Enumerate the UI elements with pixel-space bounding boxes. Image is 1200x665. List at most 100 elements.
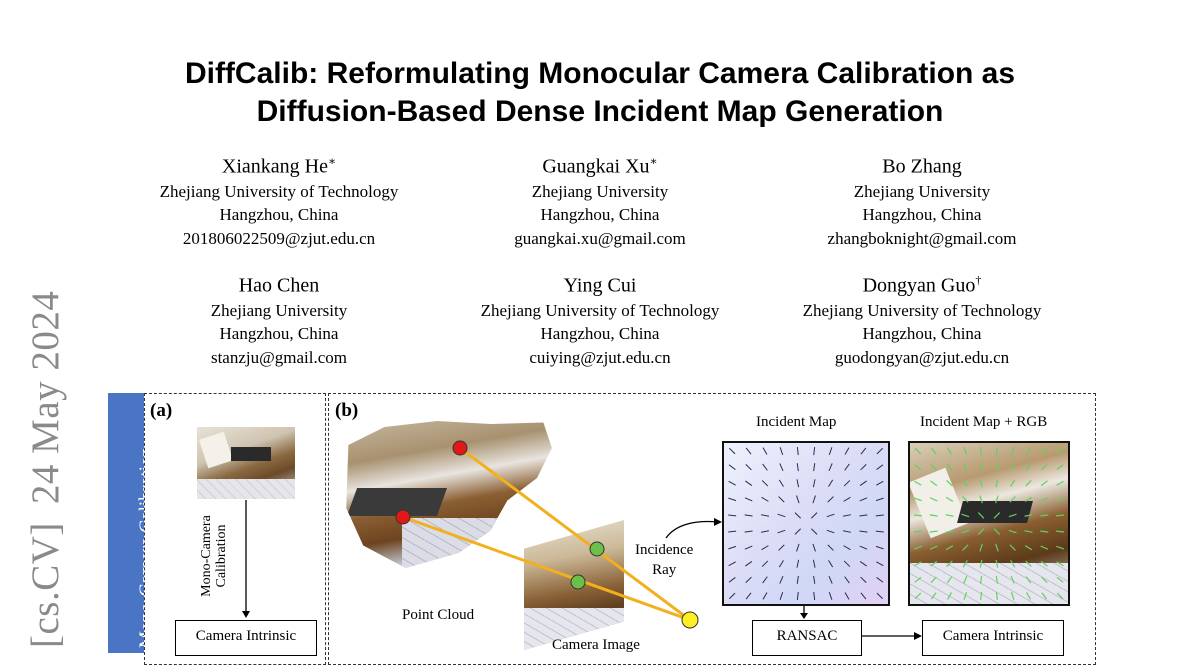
vector-mark [779,575,784,584]
vector-mark [1056,545,1065,550]
vector-mark [961,529,970,534]
vector-mark [778,544,785,551]
vector-mark [993,528,1001,535]
vector-mark [761,480,769,487]
vector-mark [844,447,850,455]
vector-mark [930,463,937,471]
vector-mark [1008,513,1017,518]
incident-map-vector-field [728,447,884,600]
author-affiliation: Zhejiang University of Technology [802,300,1042,320]
vector-mark [945,530,954,533]
vector-mark [876,592,884,600]
vector-mark [728,447,736,455]
vector-mark [946,463,953,471]
author-affiliation: Zhejiang University of Technology [480,300,720,320]
vector-mark [929,514,938,517]
vector-mark [930,592,937,600]
vector-mark [962,559,968,568]
author-email[interactable]: 201806022509@zjut.edu.cn [182,228,376,248]
vector-mark [946,479,953,487]
vector-mark [813,447,816,456]
vector-mark [1010,575,1015,584]
vector-mark [1025,560,1032,568]
vector-mark [962,479,968,488]
vector-mark [777,529,786,534]
vector-mark [827,544,834,551]
vector-mark [813,591,816,600]
vector-mark [1040,514,1049,517]
vector-mark [728,545,737,550]
vector-mark [961,513,970,518]
author-block: Xiankang He∗ Zhejiang University of Tech… [119,148,439,250]
author-email[interactable]: guodongyan@zjut.edu.cn [834,347,1010,367]
vector-mark [813,575,816,584]
vector-mark [914,592,922,600]
world-point-red-1 [452,440,468,456]
vector-mark [760,514,770,517]
vector-mark [995,575,999,584]
vector-mark [1040,480,1048,487]
author-email[interactable]: guangkai.xu@gmail.com [514,228,686,248]
vector-mark [777,513,786,518]
author-mark: † [975,273,982,287]
vector-mark [859,480,867,486]
ransac-to-intrinsic-arrowhead [914,632,922,640]
vector-mark [745,592,752,600]
incidence-ray-2 [402,515,691,622]
vector-mark [828,479,834,487]
ray-to-map-arrowhead [714,518,722,526]
author-name: Ying Cui [563,274,637,297]
vector-mark [744,530,753,533]
author-location: Hangzhou, China [862,205,982,225]
vector-mark [979,479,983,488]
vector-mark [812,559,816,568]
vector-mark [828,463,833,472]
vector-mark [1040,545,1049,550]
vector-mark [1041,576,1048,584]
vector-mark [1056,447,1064,455]
vector-mark [914,561,922,567]
vector-mark [914,576,922,583]
vector-mark [844,463,850,471]
vector-mark [963,575,968,584]
author-name: Xiankang He [221,155,328,178]
author-affiliation: Zhejiang University [531,181,669,201]
vector-mark [859,514,868,517]
vector-mark [844,592,850,600]
ray-diagram [242,440,922,640]
author-location: Hangzhou, China [862,324,982,344]
vector-mark [977,512,985,519]
vector-mark [1008,529,1017,534]
vector-mark [842,514,852,517]
vector-mark [859,497,868,502]
vector-mark [995,447,998,456]
vector-mark [1024,514,1033,517]
title-line-2: Diffusion-Based Dense Incident Map Gener… [256,95,944,128]
vector-mark [828,560,834,568]
vector-mark [745,447,752,455]
vector-mark [1025,479,1032,487]
vector-mark [945,496,954,502]
vector-mark [1010,447,1015,456]
vector-mark [876,464,884,470]
image-point-green-1 [589,541,605,557]
vector-mark [1010,479,1016,488]
vector-mark [796,495,800,504]
vector-mark [913,530,922,533]
vector-mark [859,561,867,567]
author-name: Guangkai Xu [542,155,650,178]
author-email[interactable]: stanzju@gmail.com [210,347,348,367]
vector-mark [728,530,737,533]
author-email[interactable]: zhangboknight@gmail.com [827,228,1017,248]
vector-mark [810,528,818,535]
vector-mark [947,447,952,455]
vector-mark [860,576,867,584]
vector-mark [876,561,884,567]
author-block: Dongyan Guo† Zhejiang University of Tech… [762,267,1082,369]
floor-shape [910,563,1068,604]
figure-side-band: Mono-Camera Calibration [108,393,157,653]
vector-mark [875,530,884,533]
author-block: Guangkai Xu∗ Zhejiang University Hangzho… [440,148,760,250]
vector-mark [761,560,769,567]
author-email[interactable]: cuiying@zjut.edu.cn [529,347,671,367]
